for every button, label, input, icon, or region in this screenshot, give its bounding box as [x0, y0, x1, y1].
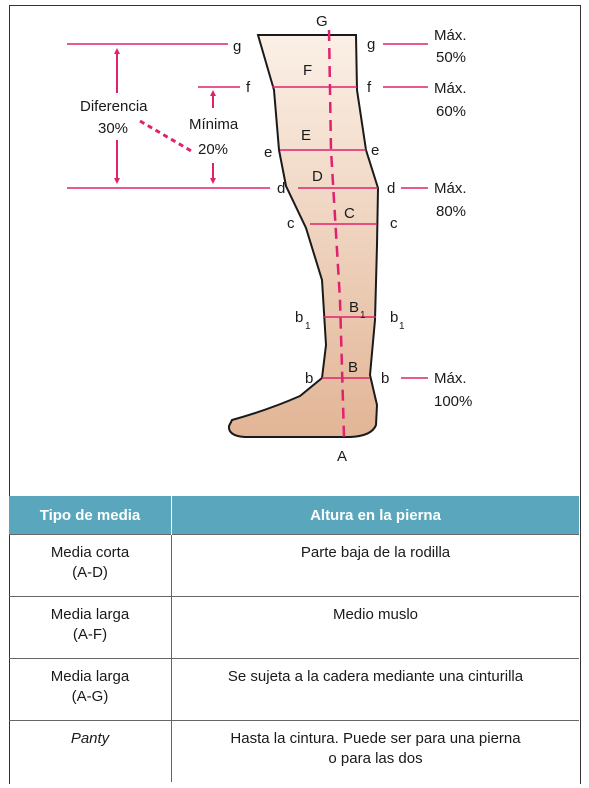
max-label-b-line2: 100%	[434, 393, 472, 410]
measure-lines	[272, 86, 378, 379]
type-cell: Media larga (A-G)	[9, 658, 172, 721]
minima-value: 20%	[198, 141, 228, 158]
right-letter-g: g	[367, 36, 375, 53]
left-letter-d: d	[277, 180, 285, 197]
left-letter-e: e	[264, 144, 272, 161]
figure-frame	[9, 5, 581, 784]
type-name: Media corta	[50, 544, 130, 561]
header-tipo-de-media: Tipo de media	[9, 496, 172, 535]
left-letter-b1-subscript: 1	[305, 321, 311, 332]
height-cell: Se sujeta a la cadera mediante una cintu…	[171, 658, 579, 721]
type-cell: Media larga (A-F)	[9, 596, 172, 659]
left-reference-lines	[67, 43, 270, 189]
segment-label-B: B	[348, 359, 358, 376]
left-letter-b1: b	[295, 309, 303, 326]
segment-label-F: F	[303, 62, 312, 79]
left-letter-c: c	[287, 215, 295, 232]
type-range: (A-D)	[72, 564, 108, 581]
table-row: Media larga (A-G) Se sujeta a la cadera …	[9, 658, 579, 721]
right-letter-d: d	[387, 180, 395, 197]
max-label-b-line1: Máx.	[434, 370, 467, 387]
left-letter-f: f	[246, 79, 251, 96]
segment-label-E: E	[301, 127, 311, 144]
height-cell: Hasta la cintura. Puede ser para una pie…	[171, 720, 579, 782]
height-cell: Medio muslo	[171, 596, 579, 659]
right-letter-e: e	[371, 142, 379, 159]
max-label-f-line2: 60%	[436, 103, 466, 120]
type-range: (A-G)	[71, 688, 109, 705]
left-letter-b: b	[305, 370, 313, 387]
segment-label-D: D	[312, 168, 323, 185]
right-letter-c: c	[390, 215, 398, 232]
type-name: Media larga	[50, 606, 130, 623]
stocking-size-table: Tipo de media Altura en la pierna Media …	[9, 496, 579, 782]
diferencia-label: Diferencia	[80, 98, 148, 115]
height-text: Medio muslo	[332, 606, 419, 623]
label-bottom-A: A	[337, 448, 347, 465]
right-letter-b1: b	[390, 309, 398, 326]
type-range: (A-F)	[72, 626, 108, 643]
height-text: Parte baja de la rodilla	[300, 544, 451, 561]
type-name: Panty	[70, 730, 110, 747]
segment-label-B1: B	[349, 299, 359, 316]
header-altura-en-la-pierna: Altura en la pierna	[171, 496, 579, 535]
connector-dotted	[139, 119, 194, 154]
max-lines	[383, 43, 428, 379]
type-cell: Media corta (A-D)	[9, 534, 172, 597]
max-label-f-line1: Máx.	[434, 80, 467, 97]
type-name: Media larga	[50, 668, 130, 685]
max-label-d-line2: 80%	[436, 203, 466, 220]
max-label-g-line2: 50%	[436, 49, 466, 66]
table-row: Media larga (A-F) Medio muslo	[9, 596, 579, 659]
label-top-G: G	[316, 13, 328, 30]
segment-label-B1-subscript: 1	[360, 310, 366, 321]
height-cell: Parte baja de la rodilla	[171, 534, 579, 597]
right-letter-b: b	[381, 370, 389, 387]
leg-shape	[227, 34, 380, 438]
difference-arrows	[114, 48, 216, 184]
center-axis	[327, 29, 346, 438]
type-cell: Panty	[9, 720, 172, 782]
table-row: Media corta (A-D) Parte baja de la rodil…	[9, 534, 579, 597]
height-text-continued: o para las dos	[328, 750, 423, 767]
table-header-row: Tipo de media Altura en la pierna	[9, 496, 579, 535]
height-text: Se sujeta a la cadera mediante una cintu…	[227, 668, 524, 685]
max-label-g-line1: Máx.	[434, 27, 467, 44]
max-label-d-line1: Máx.	[434, 180, 467, 197]
left-letter-g: g	[233, 38, 241, 55]
segment-label-C: C	[344, 205, 355, 222]
height-text: Hasta la cintura. Puede ser para una pie…	[230, 730, 521, 747]
right-letter-b1-subscript: 1	[399, 321, 405, 332]
minima-label: Mínima	[189, 116, 239, 133]
diferencia-value: 30%	[98, 120, 128, 137]
leg-compression-diagram: G A F E D C B 1 B g f e d c b 1 b g f e …	[67, 13, 472, 465]
right-letter-f: f	[367, 79, 372, 96]
table-row: Panty Hasta la cintura. Puede ser para u…	[9, 720, 579, 782]
